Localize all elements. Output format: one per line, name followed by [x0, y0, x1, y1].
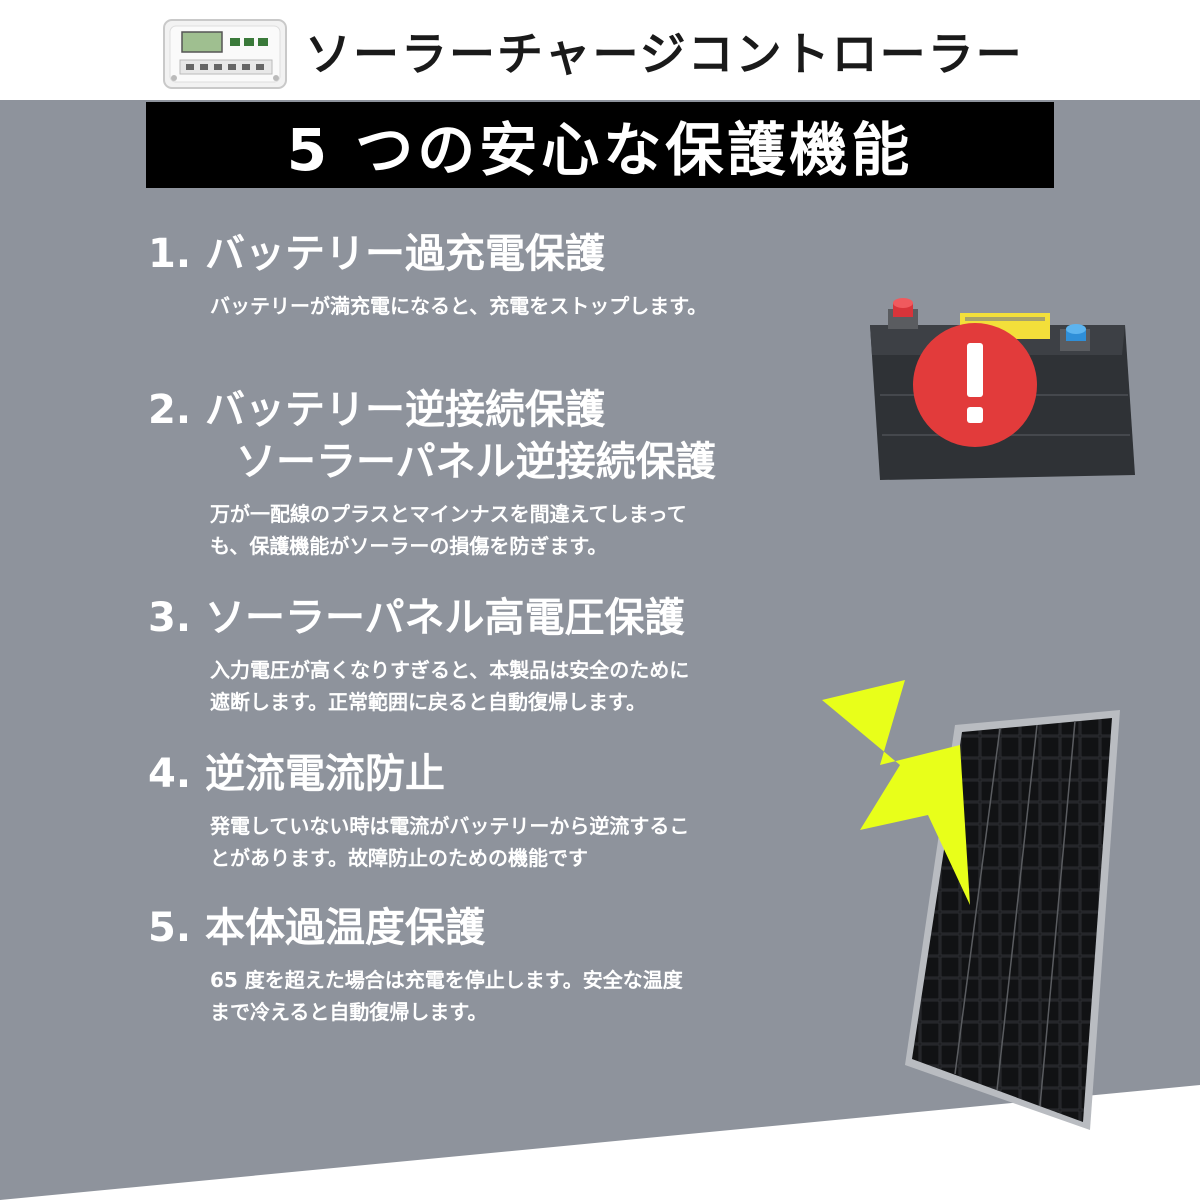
feature-desc-line: 65 度を超えた場合は充電を停止します。安全な温度	[210, 968, 683, 992]
battery-warning-icon	[870, 298, 1135, 480]
feature-2: 2. バッテリー逆接続保護 ソーラーパネル逆接続保護 万が一配線のプラスとマイン…	[148, 384, 716, 562]
feature-desc-line: 入力電圧が高くなりすぎると、本製品は安全のために	[210, 658, 690, 682]
feature-description: 万が一配線のプラスとマインナスを間違えてしまって も、保護機能がソーラーの損傷を…	[148, 498, 716, 562]
feature-title: 1. バッテリー過充電保護	[148, 231, 605, 277]
feature-desc-line: まで冷えると自動復帰します。	[210, 1000, 488, 1024]
title-banner: 5 つの安心な保護機能	[146, 102, 1054, 188]
feature-desc-line: バッテリーが満充電になると、充電をストップします。	[210, 294, 708, 318]
feature-desc-line: 発電していない時は電流がバッテリーから逆流するこ	[210, 814, 690, 838]
feature-desc-line: 万が一配線のプラスとマインナスを間違えてしまって	[210, 502, 687, 526]
feature-description: バッテリーが満充電になると、充電をストップします。	[148, 290, 707, 322]
feature-description: 65 度を超えた場合は充電を停止します。安全な温度 まで冷えると自動復帰します。	[148, 964, 683, 1028]
lightning-bolt-icon	[822, 680, 970, 905]
feature-desc-line: とがあります。故障防止のための機能です	[210, 846, 588, 870]
feature-1: 1. バッテリー過充電保護 バッテリーが満充電になると、充電をストップします。	[148, 228, 707, 322]
feature-subtitle: ソーラーパネル逆接続保護	[236, 439, 716, 485]
banner-text: 5 つの安心な保護機能	[286, 116, 914, 184]
feature-4: 4. 逆流電流防止 発電していない時は電流がバッテリーから逆流するこ とがありま…	[148, 748, 689, 874]
feature-title: 3. ソーラーパネル高電圧保護	[148, 595, 685, 641]
feature-title: 4. 逆流電流防止	[148, 751, 445, 797]
feature-description: 入力電圧が高くなりすぎると、本製品は安全のために 遮断します。正常範囲に戻ると自…	[148, 654, 689, 718]
feature-desc-line: 遮断します。正常範囲に戻ると自動復帰します。	[210, 690, 646, 714]
feature-title: 5. 本体過温度保護	[148, 905, 485, 951]
feature-5: 5. 本体過温度保護 65 度を超えた場合は充電を停止します。安全な温度 まで冷…	[148, 902, 683, 1028]
feature-3: 3. ソーラーパネル高電圧保護 入力電圧が高くなりすぎると、本製品は安全のために…	[148, 592, 689, 718]
feature-description: 発電していない時は電流がバッテリーから逆流するこ とがあります。故障防止のための…	[148, 810, 689, 874]
header: ソーラーチャージコントローラー	[0, 0, 1200, 100]
page-title: ソーラーチャージコントローラー	[305, 27, 1024, 81]
charge-controller-icon	[163, 19, 287, 89]
feature-desc-line: も、保護機能がソーラーの損傷を防ぎます。	[210, 534, 608, 558]
solar-panel-icon	[822, 680, 1120, 1130]
feature-title: 2. バッテリー逆接続保護	[148, 387, 605, 433]
